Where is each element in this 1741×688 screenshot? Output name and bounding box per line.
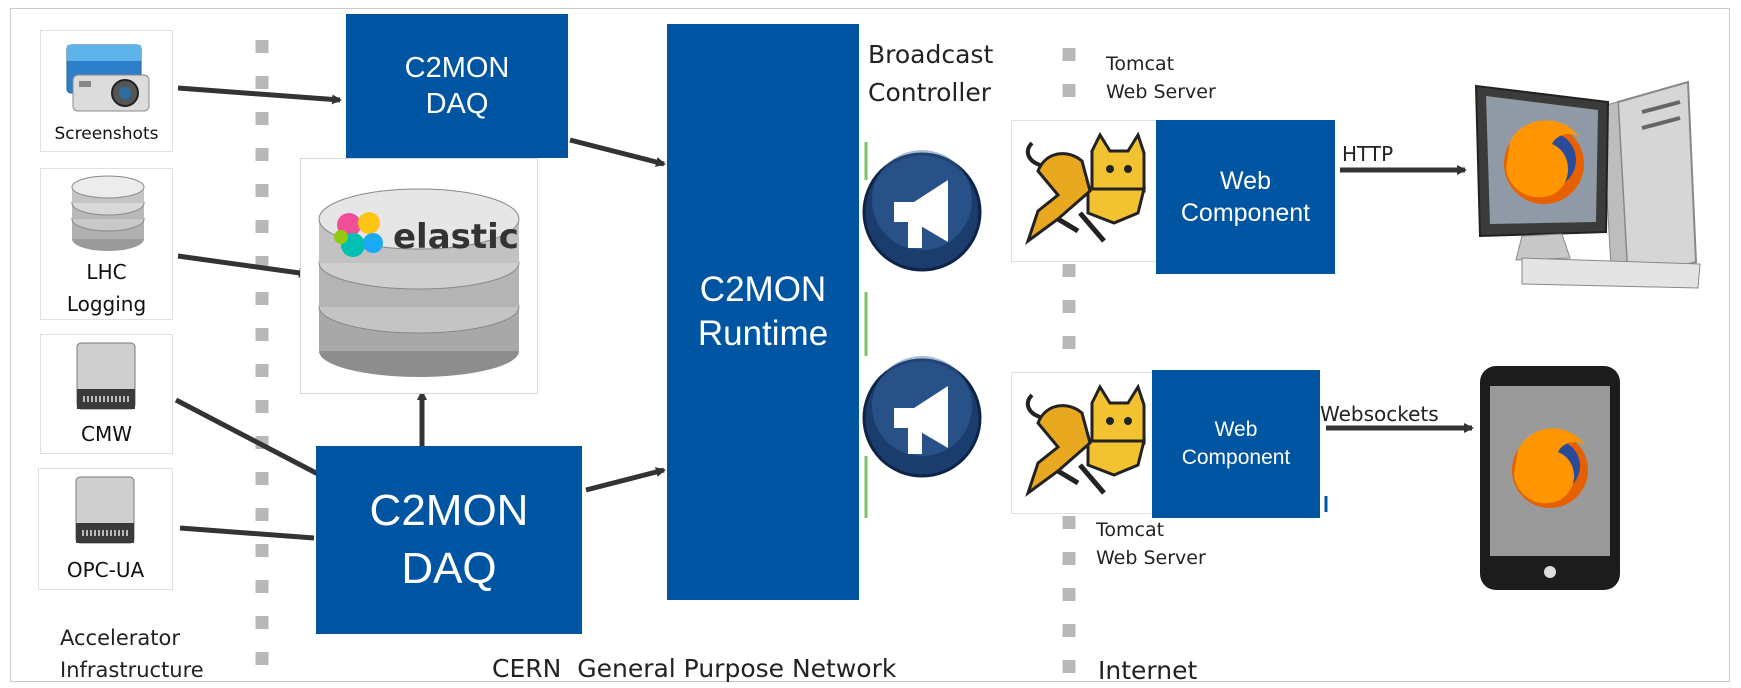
source-label-line1: LHC [86, 260, 127, 284]
c2mon-daq-top: C2MON DAQ [346, 14, 568, 158]
runtime-line2: Runtime [697, 314, 829, 353]
tomcat-bottom-label: Tomcat Web Server [1096, 516, 1206, 572]
zone-internet-label: Internet [1098, 656, 1198, 685]
diagram-frame [10, 8, 1730, 682]
smartphone-icon [1480, 366, 1620, 590]
tomcat-line2: Web Server [1106, 81, 1216, 103]
tomcat-line1: Tomcat [1106, 53, 1175, 75]
source-cmw: CMW [40, 334, 173, 454]
web-line1: Web [1220, 167, 1271, 195]
elastic-logo [334, 212, 383, 257]
megaphone-icon [862, 150, 982, 272]
web-component-bottom: Web Component [1152, 370, 1320, 518]
daq-line1: C2MON [404, 52, 510, 84]
broadcast-controller-label: Broadcast Controller [868, 36, 993, 112]
elastic-database: elastic [300, 158, 538, 394]
tomcat-icon [1025, 131, 1146, 245]
tomcat-top-label: Tomcat Web Server [1106, 50, 1216, 106]
daq-line1: C2MON [369, 486, 529, 535]
elastic-label: elastic [393, 217, 519, 257]
elastic-db-icon [318, 188, 520, 377]
web-component-top: Web Component [1156, 120, 1335, 274]
tomcat-server-bottom [1011, 372, 1161, 514]
arrow-logging-to-elastic [177, 253, 309, 278]
firefox-icon [1512, 428, 1588, 508]
web-line2: Component [1180, 199, 1311, 227]
zone-line2: Infrastructure [60, 658, 204, 682]
hard-drive-icon [75, 476, 135, 544]
desktop-computer-icon [1474, 80, 1701, 289]
database-icon [71, 175, 145, 251]
daq-line2: DAQ [425, 88, 489, 120]
camera-icon [66, 44, 150, 112]
tomcat-icon [1025, 383, 1146, 497]
http-label: HTTP [1342, 142, 1394, 166]
zone-accelerator-label: Accelerator Infrastructure [60, 622, 204, 686]
websockets-label: Websockets [1320, 402, 1439, 426]
source-label: OPC-UA [66, 558, 145, 582]
c2mon-runtime: C2MON Runtime [667, 24, 859, 600]
c2mon-daq-bottom: C2MON DAQ [316, 446, 582, 634]
firefox-icon [1504, 120, 1584, 204]
arrow-daq-to-runtime-2 [585, 467, 666, 493]
web-line1: Web [1214, 418, 1258, 441]
web-line2: Component [1181, 446, 1291, 469]
arrow-daq-to-runtime [569, 137, 666, 167]
megaphone-icon [862, 356, 982, 478]
runtime-line1: C2MON [699, 270, 827, 309]
tomcat-line1: Tomcat [1096, 519, 1165, 541]
broadcast-line1: Broadcast [868, 40, 994, 69]
tomcat-line2: Web Server [1096, 547, 1206, 569]
tomcat-server-top [1011, 120, 1161, 262]
source-lhc-logging: LHC Logging [40, 168, 173, 320]
source-label: CMW [81, 422, 132, 446]
hard-drive-icon [76, 342, 136, 410]
zone-cern-label: CERN General Purpose Network [492, 654, 897, 683]
zone-line1: Accelerator [60, 626, 180, 650]
source-screenshots: Screenshots [40, 30, 173, 152]
broadcast-line2: Controller [868, 78, 991, 107]
source-opc-ua: OPC-UA [38, 468, 173, 590]
source-label-line2: Logging [66, 292, 147, 316]
line-opcua-to-daq [179, 525, 315, 541]
line-cmw-to-daq [174, 397, 320, 477]
arrow-screenshots-to-daq [177, 85, 342, 105]
daq-line2: DAQ [401, 544, 497, 593]
source-label: Screenshots [54, 124, 159, 144]
